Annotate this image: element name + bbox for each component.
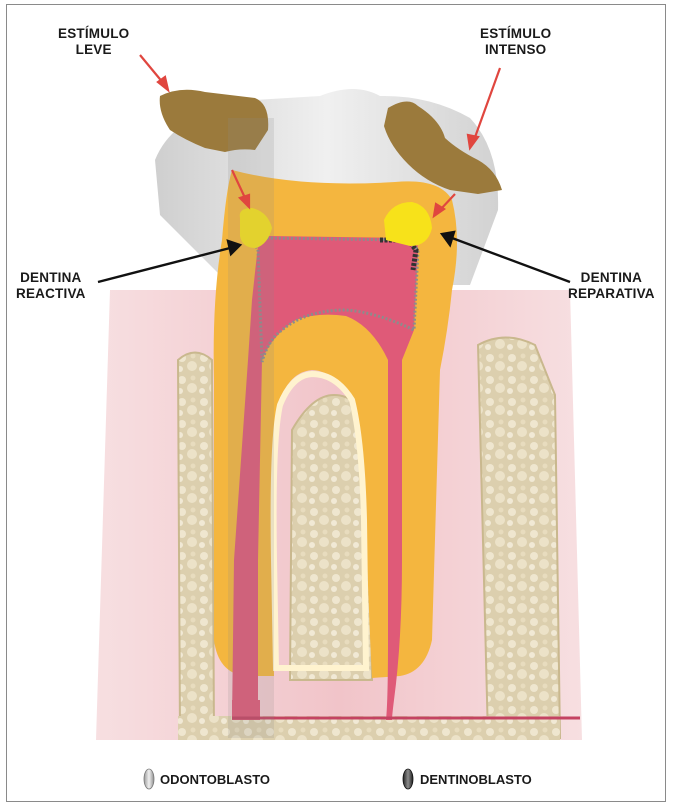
alveolar-bone-right <box>478 338 560 739</box>
odontoblast-legend-icon <box>143 768 155 790</box>
dentinoblast-legend-icon <box>402 768 414 790</box>
legend-odontoblasto: ODONTOBLASTO <box>160 772 270 787</box>
alveolar-bone-left <box>178 353 214 739</box>
label-estimulo-leve: ESTÍMULO LEVE <box>58 26 129 58</box>
label-dentina-reparativa: DENTINA REPARATIVA <box>568 270 655 302</box>
highlight-band <box>228 118 274 738</box>
legend-dentinoblasto: DENTINOBLASTO <box>420 772 532 787</box>
label-dentina-reactiva: DENTINA REACTIVA <box>16 270 86 302</box>
label-estimulo-intenso: ESTÍMULO INTENSO <box>480 26 551 58</box>
